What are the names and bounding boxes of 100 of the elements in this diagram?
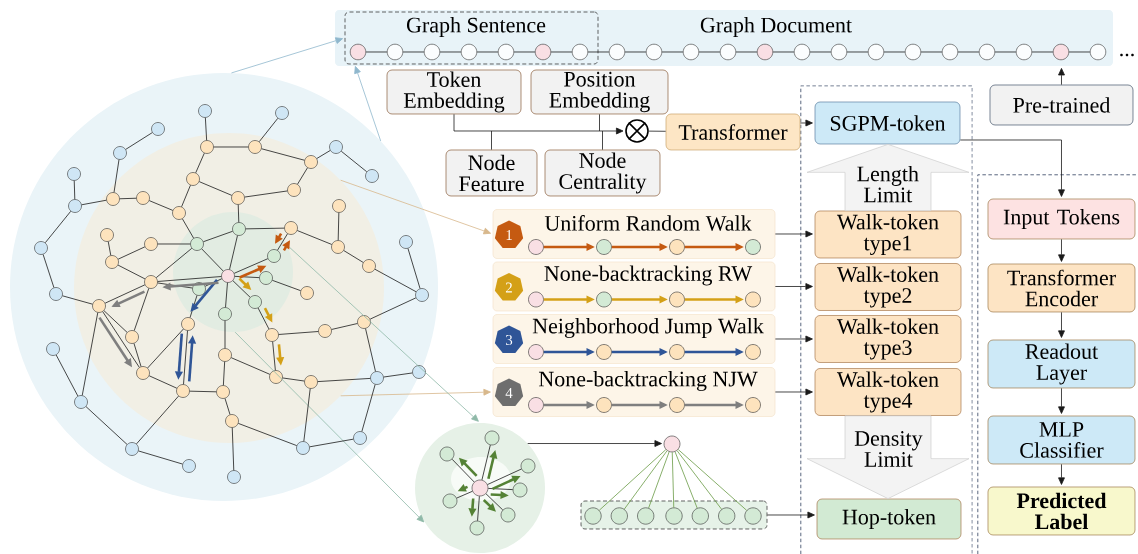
connector-line xyxy=(117,264,146,280)
connector-line xyxy=(257,307,270,330)
token-circle xyxy=(669,397,685,413)
connector-line xyxy=(102,311,140,368)
token-circle xyxy=(665,507,683,525)
graph-node xyxy=(520,458,536,474)
token-circle xyxy=(669,291,685,308)
graph-node xyxy=(439,446,455,462)
connector-line xyxy=(119,197,137,200)
connector-line xyxy=(487,488,514,491)
connector-line xyxy=(245,227,285,230)
graph-node xyxy=(190,237,204,251)
process-box: Hop-token xyxy=(816,498,962,540)
edge-label: Length Limit xyxy=(850,164,925,204)
connector-line xyxy=(383,372,413,378)
connector-line xyxy=(456,490,473,499)
connector-line xyxy=(155,247,193,279)
graph-node xyxy=(136,191,150,205)
graph-node xyxy=(216,385,230,399)
connector-line xyxy=(204,278,223,287)
graph-node xyxy=(287,183,301,197)
connector-line xyxy=(369,297,417,320)
token-circle xyxy=(596,397,612,413)
connector-line xyxy=(513,51,536,53)
arrow xyxy=(959,139,1065,197)
token-circle xyxy=(669,239,685,255)
graph-node xyxy=(412,365,426,379)
connector-line xyxy=(343,250,364,263)
graph-node xyxy=(144,237,158,251)
connector-line xyxy=(407,248,421,289)
token-circle xyxy=(830,43,848,61)
connector-line xyxy=(278,331,319,335)
token-circle xyxy=(1089,43,1107,61)
graph-node xyxy=(225,414,239,428)
connector-line xyxy=(272,279,302,292)
process-box: Node Centrality xyxy=(544,149,661,197)
connector-line xyxy=(113,159,120,193)
arrow xyxy=(1058,68,1065,86)
connector-line xyxy=(55,354,79,397)
connector-line xyxy=(125,132,153,150)
graph-node xyxy=(221,269,235,283)
graph-node xyxy=(370,371,384,385)
connector-line xyxy=(104,284,146,304)
connector-line xyxy=(331,323,358,330)
graph-node xyxy=(125,442,139,456)
connector-line xyxy=(237,204,240,223)
process-box: Walk-token type4 xyxy=(814,368,962,416)
connector-line xyxy=(62,295,93,305)
token-circle xyxy=(596,291,612,308)
connector-line xyxy=(258,117,279,143)
process-box: Walk-token type3 xyxy=(814,315,962,363)
connector-line xyxy=(42,254,55,288)
arrow xyxy=(231,37,343,74)
graph-node xyxy=(227,470,241,484)
connector-line xyxy=(485,493,504,511)
graph-node xyxy=(34,241,48,255)
connector-line xyxy=(648,130,667,132)
graph-node xyxy=(357,315,371,329)
graph-node xyxy=(275,106,289,120)
connector-line xyxy=(147,328,184,369)
graph-node xyxy=(49,287,63,301)
token-circle xyxy=(867,43,885,61)
arrow xyxy=(774,388,813,396)
connector-line xyxy=(181,184,191,208)
graph-node xyxy=(353,431,367,445)
connector-line xyxy=(677,449,748,511)
connector-line xyxy=(117,246,146,260)
edge-label: Density Limit xyxy=(851,430,926,468)
connector-line xyxy=(671,451,675,508)
token-circle xyxy=(528,397,544,413)
connector-line xyxy=(598,449,667,511)
graph-node xyxy=(484,430,500,446)
process-box: Walk-token type1 xyxy=(814,210,962,259)
process-box: Predicted Label xyxy=(987,486,1136,536)
process-box: Input Tokens xyxy=(987,198,1136,240)
graph-node xyxy=(144,275,158,289)
token-circle xyxy=(596,239,612,255)
token-circle xyxy=(745,344,761,360)
arrow xyxy=(774,230,813,238)
arrow xyxy=(774,335,813,343)
graph-node xyxy=(218,307,232,321)
connector-line xyxy=(337,212,340,241)
connector-line xyxy=(402,51,425,53)
connector-line xyxy=(624,51,647,53)
graph-node xyxy=(296,441,310,455)
connector-line xyxy=(317,378,371,382)
graph-node xyxy=(269,370,283,384)
graph-node xyxy=(469,520,485,536)
connector-line xyxy=(1068,51,1091,53)
graph-node xyxy=(248,295,262,309)
connector-line xyxy=(296,230,333,245)
token-circle xyxy=(610,507,628,525)
graph-node xyxy=(471,479,489,497)
graph-node xyxy=(415,288,429,302)
token-circle xyxy=(793,43,811,61)
token-circle xyxy=(349,43,367,61)
number-badge: 3 xyxy=(494,325,524,354)
ellipsis-text: ... xyxy=(1120,53,1134,57)
graph-node xyxy=(248,140,262,154)
connector-line xyxy=(244,190,288,198)
